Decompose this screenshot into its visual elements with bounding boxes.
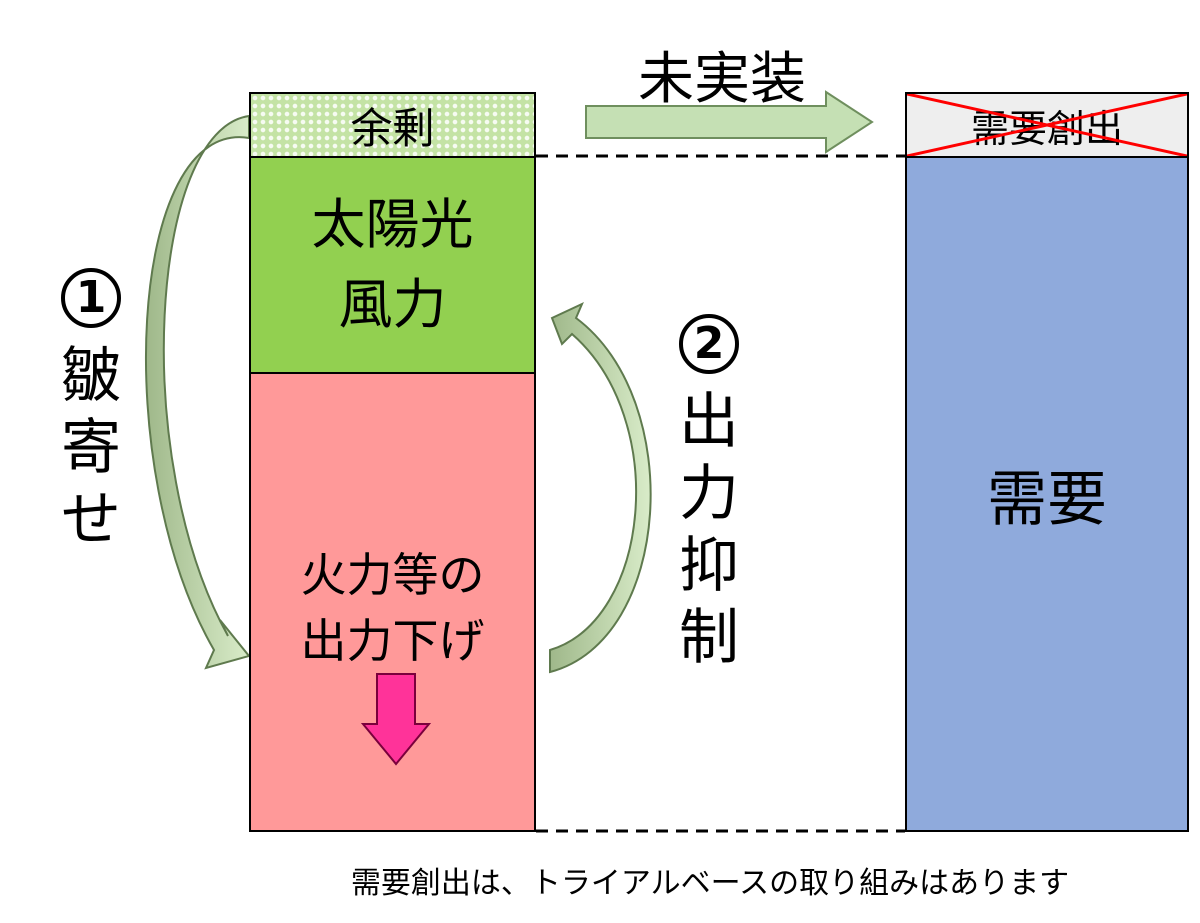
surplus-box: 余剰 — [249, 92, 536, 158]
step1-char-2: 寄 — [61, 413, 121, 483]
thermal-label-line1: 火力等の — [300, 548, 485, 602]
footnote: 需要創出は、トライアルベースの取り組みはあります — [350, 866, 1070, 901]
step1-label: 1 皺 寄 せ — [50, 262, 132, 556]
right-arrow-icon — [585, 90, 874, 154]
curved-arrow-left-icon — [144, 114, 251, 670]
thermal-box: 火力等の 出力下げ — [249, 372, 536, 832]
renewable-box: 太陽光 風力 — [249, 156, 536, 374]
step2-number: 2 — [679, 314, 739, 374]
curved-arrow-right-icon — [549, 301, 652, 674]
renewable-label-line1: 太陽光 — [311, 193, 474, 256]
thermal-label-line2: 出力下げ — [300, 614, 485, 668]
step2-char-1: 出 — [679, 387, 739, 457]
unimplemented-label: 未実装 — [638, 47, 806, 112]
step2-char-3: 抑 — [679, 531, 739, 601]
step2-char-4: 制 — [679, 603, 739, 673]
demand-label: 需要 — [987, 464, 1107, 535]
surplus-label: 余剰 — [350, 103, 435, 153]
thermal-label: 火力等の 出力下げ — [251, 542, 534, 674]
demand-creation-box: 需要創出 — [905, 92, 1189, 158]
step2-label: 2 出 力 抑 制 — [668, 308, 750, 674]
step1-number: 1 — [61, 268, 121, 328]
down-arrow-icon — [361, 673, 431, 766]
renewable-label-line2: 風力 — [338, 273, 447, 336]
step1-char-3: せ — [61, 485, 121, 555]
cross-out-icon — [907, 94, 1187, 156]
step1-char-1: 皺 — [61, 341, 121, 411]
demand-box: 需要 — [905, 156, 1189, 832]
step2-char-2: 力 — [679, 459, 739, 529]
